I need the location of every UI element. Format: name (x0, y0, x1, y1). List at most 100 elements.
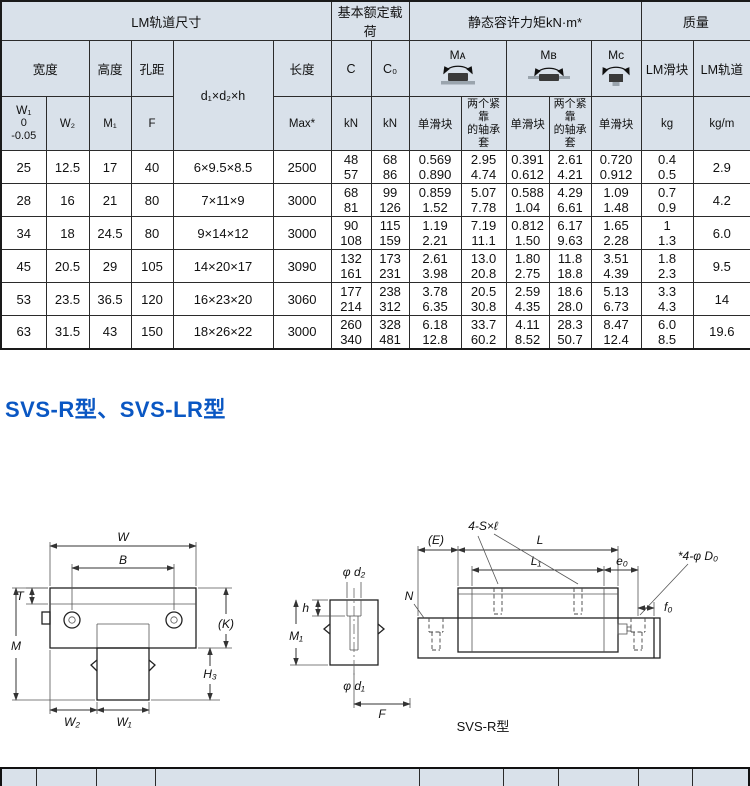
dim-label-l1: L₁ (531, 554, 542, 568)
block-side-view (457, 587, 632, 653)
cell-f: 40 (130, 150, 174, 184)
cell-w2: 20.5 (45, 249, 90, 283)
cell-hole-dims: 7×11×9 (172, 183, 274, 217)
cell-rail-mass: 4.2 (692, 183, 750, 217)
cell-w2: 23.5 (45, 282, 90, 316)
cell-max-length: 3000 (272, 183, 332, 217)
col-ma: Mᴀ (408, 40, 507, 97)
cell-hole-dims: 16×23×20 (172, 282, 274, 316)
sub-mb-double: 两个紧靠 的轴承套 (548, 96, 592, 151)
cell-w1: 34 (0, 216, 47, 250)
group-mass: 质量 (640, 0, 750, 41)
cell-max-length: 3090 (272, 249, 332, 283)
col-height: 高度 (88, 40, 132, 97)
group-static-moment: 静态容许力矩kN·m* (408, 0, 642, 41)
dim-label-d2: φ d₂ (343, 565, 366, 579)
double-line2: 的轴承套 (553, 123, 587, 149)
col-c: C (330, 40, 372, 97)
cell-m1: 36.5 (88, 282, 132, 316)
dim-label-l: L (537, 533, 544, 547)
sub-mb-single: 单滑块 (505, 96, 550, 151)
dim-label-k: (K) (218, 617, 234, 631)
dim-label-f: F (378, 707, 386, 721)
dim-label-m1: M₁ (289, 629, 303, 643)
dim-label-h: h (302, 601, 309, 615)
cell-f: 80 (130, 183, 174, 217)
dim-label-e0: e₀ (616, 554, 628, 568)
cell-rail-mass: 9.5 (692, 249, 750, 283)
sub-mc-single: 单滑块 (590, 96, 642, 151)
dim-label-w: W (117, 530, 130, 544)
col-length: 长度 (272, 40, 332, 97)
col-lm-block: LM滑块 (640, 40, 694, 97)
dim-label-b: B (119, 553, 127, 567)
cell-max-length: 3000 (272, 216, 332, 250)
dimension-e0: e₀ (603, 554, 639, 616)
dim-label-m: M (11, 639, 21, 653)
dimension-w2-w1: W₂ W₁ (49, 650, 150, 729)
next-table-cell (639, 769, 694, 786)
spec-table: LM轨道尺寸 基本额定载荷 静态容许力矩kN·m* 质量 宽度 高度 孔距 d₁… (0, 0, 750, 350)
dim-label-n: N (405, 589, 414, 603)
cell-w1: 25 (0, 150, 47, 184)
next-table-cell (504, 769, 560, 786)
dim-label-w2: W₂ (64, 715, 80, 729)
w1-tol-upper: 0 (20, 117, 27, 129)
dimension-m1: M₁ (289, 599, 328, 666)
cell-f: 150 (130, 315, 174, 349)
dim-label-f0: f₀ (664, 600, 672, 614)
sub-m1: M₁ (88, 96, 132, 151)
cell-rail-mass: 14 (692, 282, 750, 316)
sub-kgm: kg/m (692, 96, 750, 151)
dim-label-e: (E) (428, 533, 444, 547)
cell-m1: 29 (88, 249, 132, 283)
cell-w2: 16 (45, 183, 90, 217)
sub-ma-single: 单滑块 (408, 96, 462, 151)
cell-w1: 53 (0, 282, 47, 316)
sub-w1: W₁ 0 -0.05 (0, 96, 47, 151)
rail-side-view (417, 617, 661, 659)
dimension-k: (K) (198, 587, 234, 649)
sub-w2: W₂ (45, 96, 90, 151)
cell-m1: 21 (88, 183, 132, 217)
sub-kn-c: kN (330, 96, 372, 151)
cell-rail-mass: 19.6 (692, 315, 750, 349)
col-lm-rail: LM轨道 (692, 40, 750, 97)
dimension-h: h (302, 599, 345, 617)
block-outline (41, 587, 197, 649)
col-pitch: 孔距 (130, 40, 174, 97)
dim-label-s-bolt: 4-S×ℓ (468, 519, 499, 533)
dimension-f0: f₀ (637, 600, 672, 616)
next-table-cell (37, 769, 97, 786)
next-table-cell (2, 769, 37, 786)
